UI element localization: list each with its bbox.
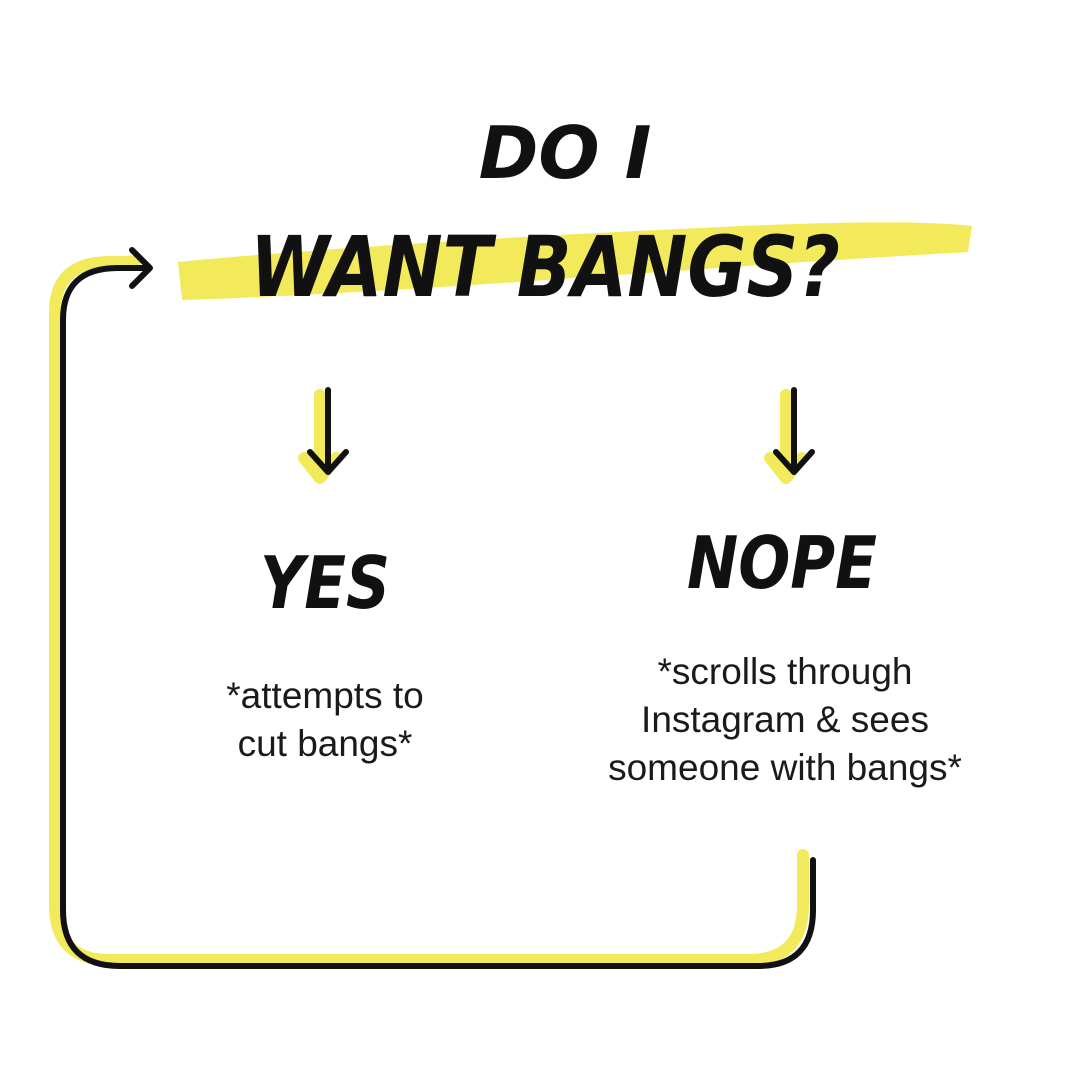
option-nope-note: *scrolls through Instagram & sees someon… bbox=[580, 648, 990, 792]
option-yes-note-line: cut bangs* bbox=[237, 723, 413, 764]
option-nope-note-line: someone with bangs* bbox=[608, 747, 962, 788]
title-line-2: Want Bangs? bbox=[250, 218, 840, 316]
title-line-1: Do I bbox=[479, 111, 652, 195]
option-nope-label: Nope bbox=[687, 521, 877, 605]
arrow-down-nope bbox=[764, 387, 815, 484]
title-highlight bbox=[178, 222, 972, 300]
loop-arrowhead bbox=[129, 247, 153, 289]
loop-connector bbox=[60, 265, 816, 969]
option-nope-note-line: *scrolls through bbox=[657, 651, 913, 692]
option-yes-label: Yes bbox=[260, 541, 390, 625]
option-yes-note: *attempts to cut bangs* bbox=[175, 672, 475, 768]
arrow-down-yes bbox=[298, 387, 349, 484]
loop-connector-shadow bbox=[49, 256, 809, 966]
option-yes-note-line: *attempts to bbox=[226, 675, 424, 716]
option-nope-note-line: Instagram & sees bbox=[641, 699, 929, 740]
